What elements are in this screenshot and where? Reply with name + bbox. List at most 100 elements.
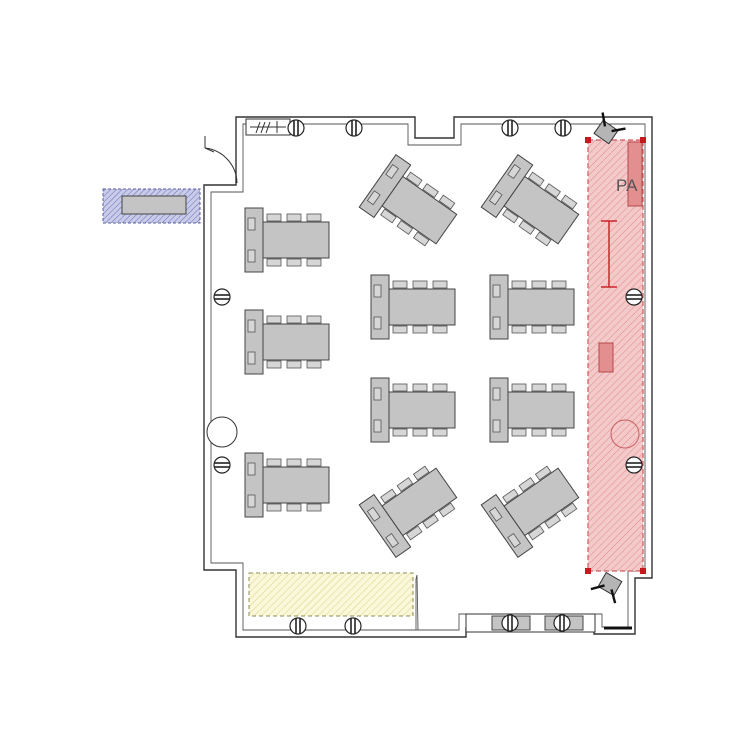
pa-block: [627, 141, 643, 207]
storage-area[interactable]: [248, 572, 414, 617]
chair: [266, 213, 282, 222]
floor-outlet-icon: [345, 119, 363, 137]
column-icon: [206, 416, 238, 448]
corner-marker: [585, 568, 591, 574]
chair: [412, 231, 430, 247]
speaker-icon: [590, 571, 623, 604]
chair: [527, 171, 545, 187]
chair: [511, 383, 527, 392]
chair: [438, 502, 456, 518]
conference-table[interactable]: [244, 452, 330, 518]
tables-layer: [244, 154, 587, 558]
conference-table[interactable]: [480, 154, 587, 256]
wall-outlets: [213, 119, 643, 635]
corner-marker: [640, 137, 646, 143]
chair: [412, 383, 428, 392]
chair: [511, 280, 527, 289]
chair: [306, 503, 322, 512]
chair: [373, 316, 382, 330]
chair: [511, 325, 527, 334]
chair: [392, 383, 408, 392]
chair: [247, 249, 256, 263]
chair: [551, 280, 567, 289]
chair: [247, 494, 256, 508]
chair: [492, 387, 501, 401]
conference-table[interactable]: [489, 377, 575, 443]
chair: [412, 428, 428, 437]
chair: [438, 194, 456, 210]
chair: [518, 477, 536, 492]
conference-table[interactable]: [370, 377, 456, 443]
floor-outlet-icon: [501, 614, 519, 632]
chair: [247, 462, 256, 476]
chair: [286, 458, 302, 467]
chair: [396, 220, 414, 235]
stage-area[interactable]: PA: [585, 137, 646, 574]
chair: [380, 488, 397, 504]
chair: [432, 280, 448, 289]
lectern[interactable]: [601, 220, 617, 288]
chair: [502, 208, 519, 224]
chair: [396, 477, 414, 492]
floor-outlet-icon: [501, 119, 519, 137]
chair: [534, 231, 552, 247]
chair: [488, 190, 503, 206]
chair: [422, 513, 439, 529]
corner-marker: [640, 568, 646, 574]
chair: [247, 351, 256, 365]
chair: [507, 164, 521, 180]
chair: [502, 488, 519, 504]
conference-table[interactable]: [244, 309, 330, 375]
chair: [247, 319, 256, 333]
chair: [432, 325, 448, 334]
chair: [306, 258, 322, 267]
floor-outlet-icon: [289, 617, 307, 635]
floor-outlet-icon: [287, 119, 305, 137]
chair: [560, 502, 578, 518]
chair: [373, 419, 382, 433]
chair: [432, 383, 448, 392]
chair: [366, 190, 381, 206]
chair: [412, 325, 428, 334]
chair: [306, 458, 322, 467]
conference-table[interactable]: [358, 154, 465, 256]
stage-column-icon: [610, 419, 640, 449]
chair: [385, 532, 399, 548]
chair: [247, 217, 256, 231]
chair: [551, 383, 567, 392]
conference-table[interactable]: [358, 457, 465, 558]
chair: [531, 428, 547, 437]
chair: [527, 525, 545, 541]
chair: [392, 280, 408, 289]
chair: [518, 220, 536, 235]
conference-table[interactable]: [370, 274, 456, 340]
entry-door[interactable]: [204, 136, 238, 184]
floor-outlet-icon: [554, 119, 572, 137]
conference-table[interactable]: [489, 274, 575, 340]
speaker-icon: [593, 112, 626, 145]
chair: [306, 315, 322, 324]
door-swing-icon: [204, 147, 238, 184]
conference-table[interactable]: [244, 207, 330, 273]
chair: [392, 428, 408, 437]
floor-outlet-icon: [344, 617, 362, 635]
conference-table[interactable]: [480, 457, 587, 558]
chair: [544, 183, 561, 199]
chair: [266, 360, 282, 369]
chair: [266, 458, 282, 467]
chair: [551, 428, 567, 437]
chair: [286, 258, 302, 267]
chair: [405, 525, 423, 541]
stage-equipment: [598, 342, 614, 373]
chair: [492, 284, 501, 298]
chair: [266, 503, 282, 512]
chair: [306, 360, 322, 369]
chair: [507, 532, 521, 548]
chair: [373, 387, 382, 401]
chair: [306, 213, 322, 222]
room-inner-wall: [210, 123, 646, 631]
chair: [266, 315, 282, 324]
chair: [492, 316, 501, 330]
chair: [531, 383, 547, 392]
chair: [266, 258, 282, 267]
